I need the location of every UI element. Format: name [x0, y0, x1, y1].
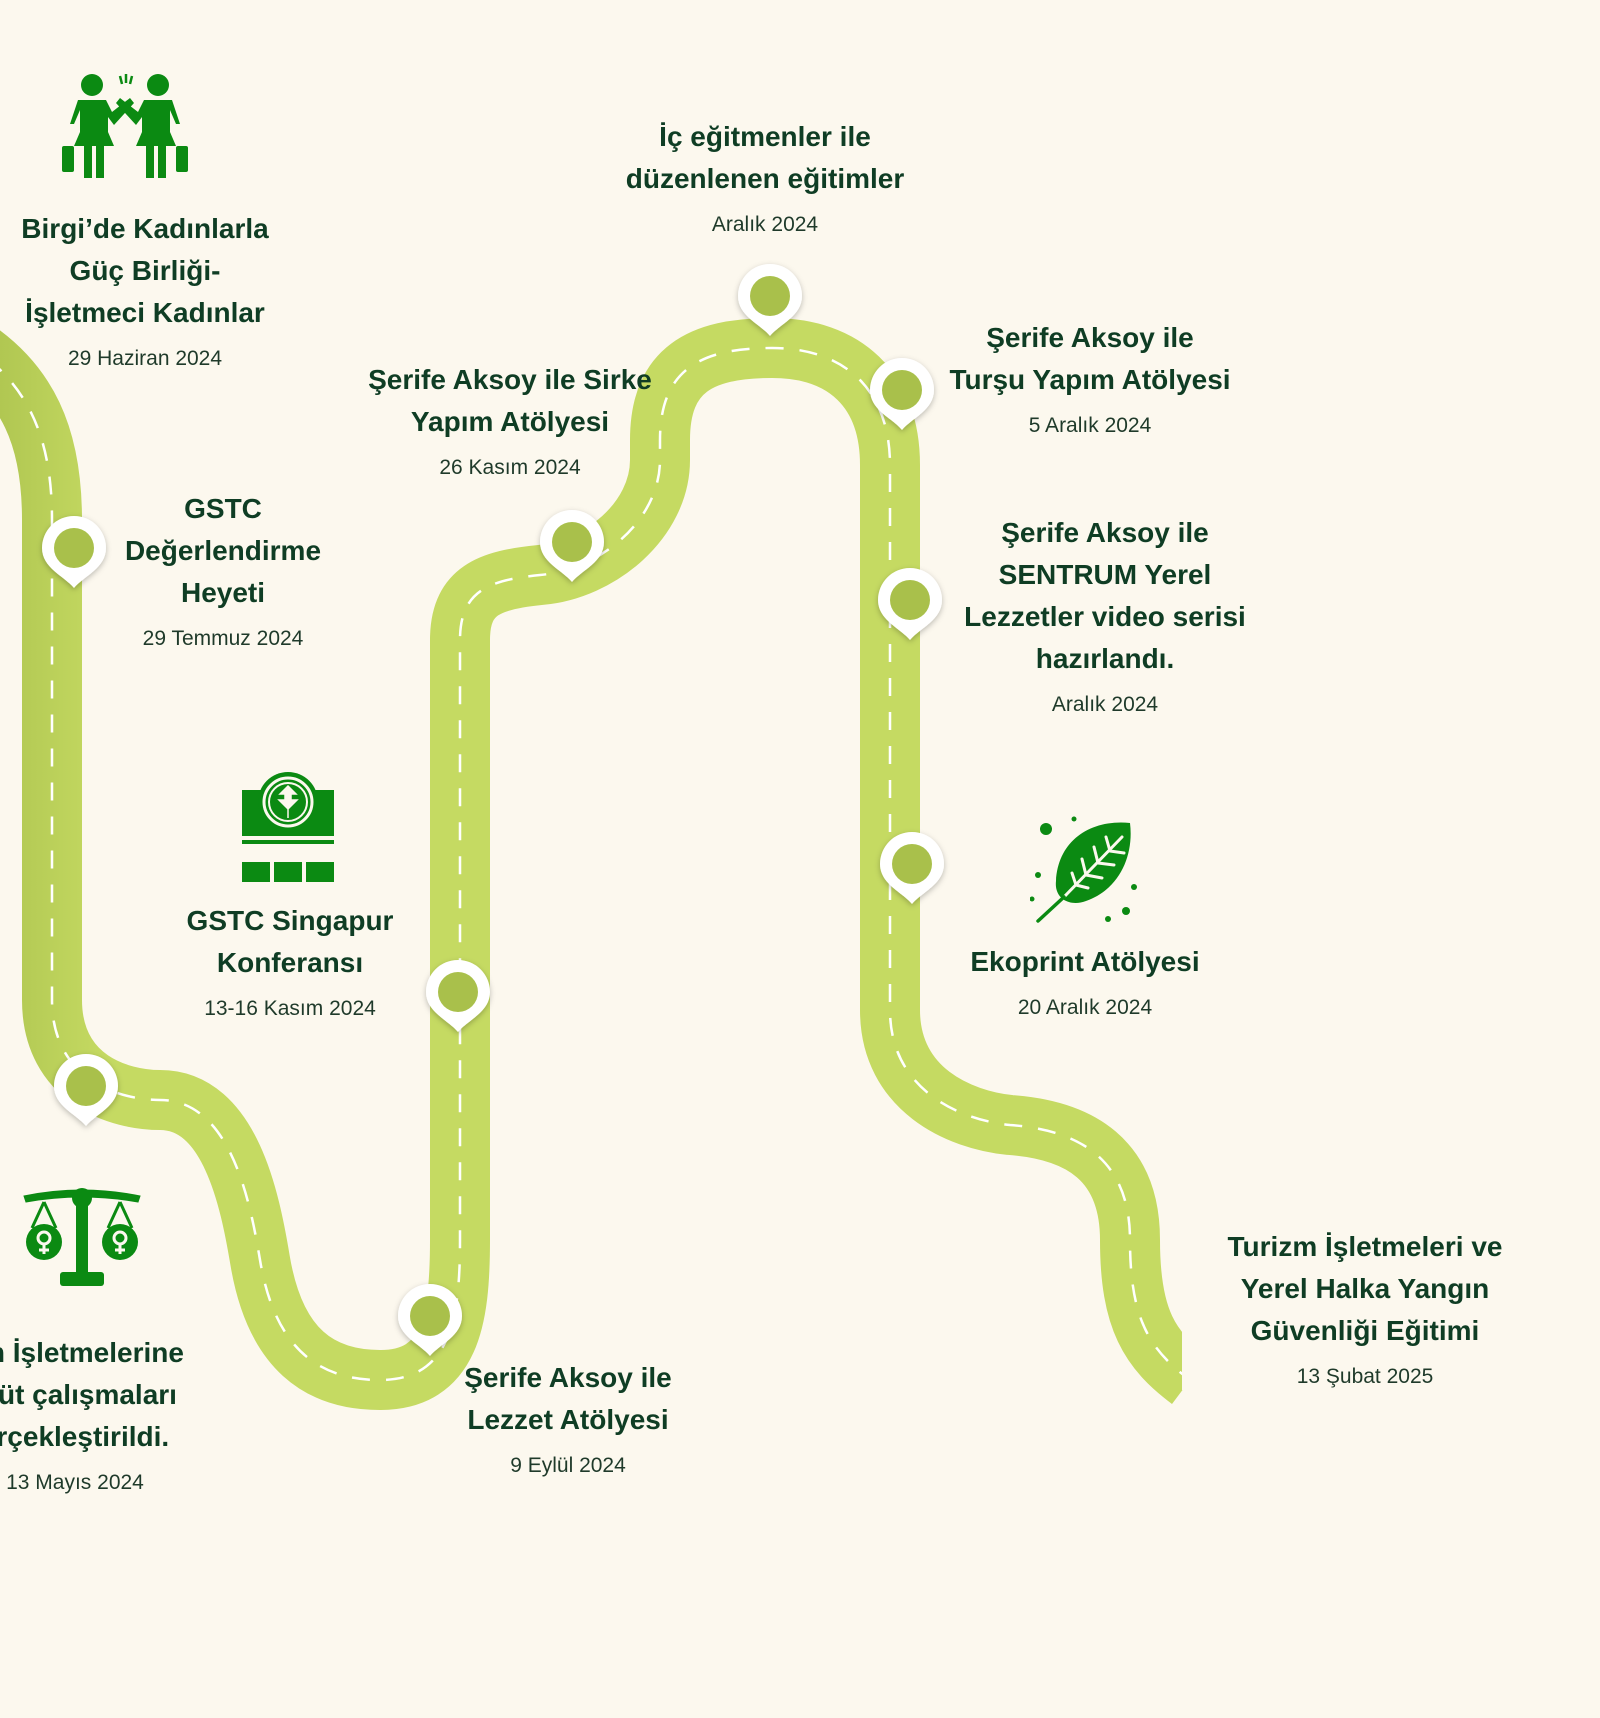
pin-dot — [438, 972, 478, 1012]
event-title: Şerife Aksoy ile SENTRUM Yerel Lezzetler… — [964, 517, 1246, 674]
location-pin-icon — [878, 568, 942, 640]
event-tursu: Şerife Aksoy ile Turşu Yapım Atölyesi 5 … — [930, 317, 1250, 441]
gstc-badge-icon — [242, 772, 334, 882]
location-pin-icon — [54, 1054, 118, 1126]
location-pin-icon — [540, 510, 604, 582]
event-gstc-heyet: GSTC Değerlendirme Heyeti 29 Temmuz 2024 — [110, 488, 336, 654]
road-end-mask — [1182, 1250, 1242, 1390]
event-date: 29 Temmuz 2024 — [142, 627, 304, 650]
event-date: 29 Haziran 2024 — [67, 347, 223, 370]
businesswomen-handshake-icon — [62, 74, 188, 178]
event-title: Şerife Aksoy ile Lezzet Atölyesi — [464, 1362, 672, 1435]
event-date: 13-16 Kasım 2024 — [204, 997, 376, 1020]
event-title: zm İşletmelerine etüt çalışmaları erçekl… — [0, 1337, 184, 1452]
event-sentrum: Şerife Aksoy ile SENTRUM Yerel Lezzetler… — [950, 512, 1260, 720]
location-pin-icon — [870, 358, 934, 430]
event-date: 13 Şubat 2025 — [1296, 1365, 1434, 1388]
event-title: Ekoprint Atölyesi — [970, 946, 1200, 977]
pin-dot — [54, 528, 94, 568]
event-title: GSTC Değerlendirme Heyeti — [124, 493, 322, 608]
location-pin-icon — [42, 516, 106, 588]
pin-dot — [882, 370, 922, 410]
pin-dot — [750, 276, 790, 316]
event-birgi: Birgi’de Kadınlarla Güç Birliği- İşletme… — [10, 208, 280, 374]
event-date: Aralık 2024 — [711, 213, 819, 236]
event-title: Şerife Aksoy ile Sirke Yapım Atölyesi — [368, 364, 652, 437]
event-gstc-singapur: GSTC Singapur Konferansı 13-16 Kasım 202… — [170, 900, 410, 1024]
event-title: Birgi’de Kadınlarla Güç Birliği- İşletme… — [21, 213, 269, 328]
road-center-marking — [0, 346, 1191, 1382]
event-lezzet: Şerife Aksoy ile Lezzet Atölyesi 9 Eylül… — [430, 1357, 706, 1481]
location-pin-icon — [880, 832, 944, 904]
event-date: 13 Mayıs 2024 — [6, 1471, 144, 1494]
event-ekoprint: Ekoprint Atölyesi 20 Aralık 2024 — [950, 941, 1220, 1023]
event-ic-egitmen: İç eğitmenler ile düzenlenen eğitimler A… — [580, 116, 950, 240]
event-date: Aralık 2024 — [1051, 693, 1159, 716]
event-title: Turizm İşletmeleri ve Yerel Halka Yangın… — [1227, 1231, 1503, 1346]
event-yangin: Turizm İşletmeleri ve Yerel Halka Yangın… — [1210, 1226, 1520, 1392]
pin-dot — [890, 580, 930, 620]
gender-equality-scale-icon — [23, 1188, 141, 1286]
pin-dot — [552, 522, 592, 562]
event-title: GSTC Singapur Konferansı — [186, 905, 394, 978]
event-title: İç eğitmenler ile düzenlenen eğitimler — [625, 121, 905, 194]
pin-dot — [410, 1296, 450, 1336]
event-etut: zm İşletmelerine etüt çalışmaları erçekl… — [0, 1332, 250, 1498]
pin-dot — [66, 1066, 106, 1106]
leaf-icon — [1030, 816, 1137, 923]
event-date: 26 Kasım 2024 — [439, 456, 581, 479]
location-pin-icon — [398, 1284, 462, 1356]
event-sirke: Şerife Aksoy ile Sirke Yapım Atölyesi 26… — [340, 359, 680, 483]
pin-dot — [892, 844, 932, 884]
event-title: Şerife Aksoy ile Turşu Yapım Atölyesi — [949, 322, 1231, 395]
location-pin-icon — [426, 960, 490, 1032]
event-date: 9 Eylül 2024 — [510, 1454, 626, 1477]
event-date: 5 Aralık 2024 — [1028, 414, 1152, 437]
event-date: 20 Aralık 2024 — [1017, 996, 1153, 1019]
location-pin-icon — [738, 264, 802, 336]
